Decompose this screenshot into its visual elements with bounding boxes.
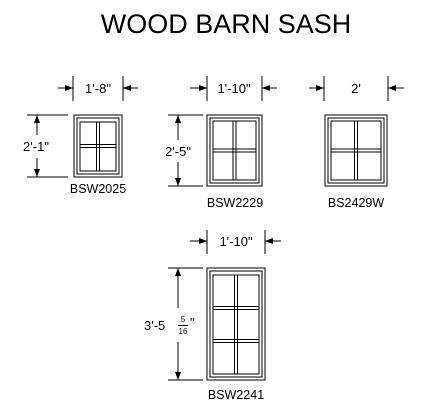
drawing-title: WOOD BARN SASH <box>101 9 352 39</box>
width-label: 1'-10" <box>217 81 251 96</box>
window-bsw2241: 1'-10" 3'-5 5 16 " <box>144 230 281 402</box>
sash-drawing <box>206 267 266 381</box>
height-fraction-denominator: 16 <box>179 327 188 336</box>
model-label: BS2429W <box>328 196 384 210</box>
width-dimension: 2' <box>309 76 404 101</box>
width-dimension: 1'-8" <box>58 76 138 101</box>
height-dimension: 2'-1" <box>23 114 68 178</box>
sash-drawing <box>206 114 263 187</box>
height-label: 2'-1" <box>23 139 49 154</box>
window-bs2429w: 2' BS2429W <box>309 76 404 210</box>
width-dimension: 1'-10" <box>190 230 281 254</box>
window-bsw2229: 1'-10" 2'-5" BSW2229 <box>165 76 277 210</box>
height-label-main: 3'-5 <box>144 318 165 333</box>
window-bsw2025: 1'-8" 2'-1" BSW2025 <box>23 76 138 196</box>
model-label: BSW2025 <box>70 182 126 196</box>
height-dimension: 2'-5" <box>165 114 203 187</box>
width-label: 1'-8" <box>85 81 111 96</box>
width-label: 2' <box>351 81 361 96</box>
model-label: BSW2241 <box>208 388 264 402</box>
height-fraction-numerator: 5 <box>181 315 186 324</box>
height-inch-mark: " <box>190 315 195 330</box>
height-label: 3'-5 5 16 " <box>144 315 195 336</box>
width-dimension: 1'-10" <box>190 76 277 101</box>
width-label: 1'-10" <box>219 234 253 249</box>
model-label: BSW2229 <box>207 196 263 210</box>
sash-drawing <box>73 114 123 178</box>
sash-drawing <box>324 114 388 187</box>
height-label: 2'-5" <box>165 144 191 159</box>
height-dimension: 3'-5 5 16 " <box>144 267 203 381</box>
